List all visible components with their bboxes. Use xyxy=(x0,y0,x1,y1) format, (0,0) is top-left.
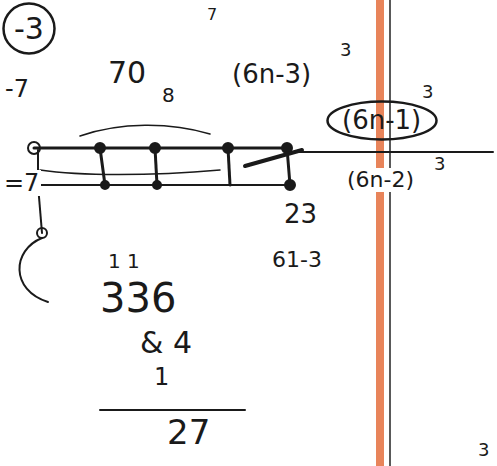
graph-vertices xyxy=(28,142,295,238)
handwritten-note: 3 xyxy=(476,440,491,460)
handwritten-note: 3 xyxy=(338,40,353,60)
graph-sketch xyxy=(19,125,493,410)
handwritten-note: (6n-3) xyxy=(230,60,313,89)
graph-vertex xyxy=(95,143,105,153)
graph-vertex xyxy=(150,143,160,153)
graph-edge xyxy=(19,238,48,302)
slash-stroke xyxy=(245,150,302,166)
handwritten-note: 1 xyxy=(152,364,171,390)
handwritten-note: & 4 xyxy=(138,326,194,359)
circled-note: -3 xyxy=(2,2,56,55)
circle-outline-path xyxy=(4,4,55,54)
handwritten-note: -7 xyxy=(3,76,31,102)
graph-vertex xyxy=(223,143,233,153)
graph-edge xyxy=(290,151,493,153)
graph-vertex xyxy=(285,180,295,190)
handwritten-note: =7 xyxy=(2,170,41,196)
graph-edge xyxy=(34,147,290,150)
sketch-arc xyxy=(40,170,220,175)
graph-vertex xyxy=(153,181,161,189)
handwritten-note: 7 xyxy=(205,6,219,24)
handwritten-note: 8 xyxy=(160,84,177,106)
handwritten-note: 61-3 xyxy=(270,248,324,272)
graph-vertex xyxy=(282,143,292,153)
graph-vertex xyxy=(28,142,40,154)
graph-vertex xyxy=(37,228,47,238)
circle-outline-path xyxy=(328,102,437,140)
handwritten-note: 1 1 xyxy=(106,250,142,272)
circled-note: (6n-1) xyxy=(326,100,438,141)
handwritten-note: 27 xyxy=(165,414,212,451)
sum-rule xyxy=(100,409,245,411)
handwritten-note: 336 xyxy=(98,276,178,320)
paper-edge-band xyxy=(376,0,384,466)
note-text: (6n-1) xyxy=(342,106,421,135)
margin-line xyxy=(389,0,391,466)
handwritten-note: 3 xyxy=(432,154,447,174)
handwritten-note: (6n-2) xyxy=(345,168,416,192)
note-text: -3 xyxy=(14,12,44,45)
handwritten-note: 70 xyxy=(106,56,148,89)
graph-vertex xyxy=(101,181,109,189)
handwritten-note: 23 xyxy=(282,200,319,229)
graph-edge xyxy=(38,150,290,185)
handwritten-note: 3 xyxy=(420,82,435,102)
sketch-arc xyxy=(80,125,210,136)
